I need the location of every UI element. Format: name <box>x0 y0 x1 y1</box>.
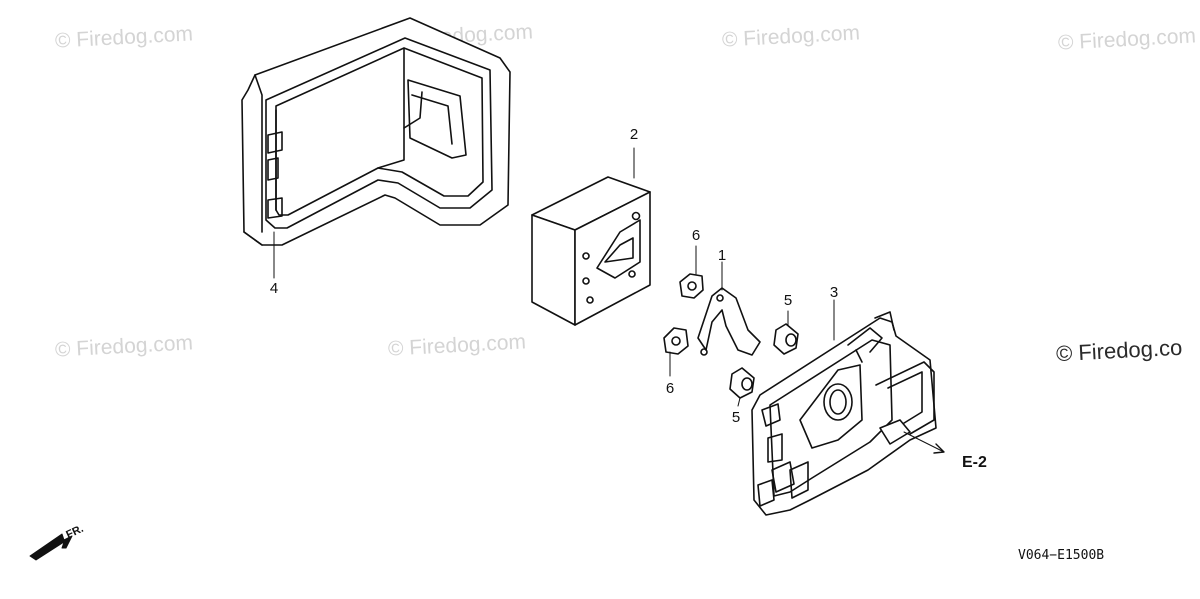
flange-nut-upper <box>679 273 704 299</box>
callout-label: 5 <box>783 292 793 309</box>
air-filter-element <box>531 176 651 326</box>
callout-label: 1 <box>717 247 727 264</box>
stay-bracket <box>697 287 761 356</box>
collar-lower <box>729 367 755 399</box>
air-cleaner-case <box>751 311 937 516</box>
callout-label: 5 <box>731 409 741 426</box>
callout-label: 6 <box>691 227 701 244</box>
callout-label: 6 <box>665 380 675 397</box>
arrow-icon <box>933 443 945 454</box>
callout-label: 2 <box>629 126 639 143</box>
reference-label: E-2 <box>962 454 987 471</box>
leader-lines <box>273 147 945 453</box>
callout-label: 4 <box>269 280 279 297</box>
front-direction-arrow-icon <box>29 533 73 561</box>
flange-nut-lower <box>663 327 689 355</box>
diagram-code: V064−E1500B <box>1018 548 1105 563</box>
callout-label: 3 <box>829 284 839 301</box>
collar-upper <box>773 323 799 355</box>
air-cleaner-cover <box>241 17 511 246</box>
